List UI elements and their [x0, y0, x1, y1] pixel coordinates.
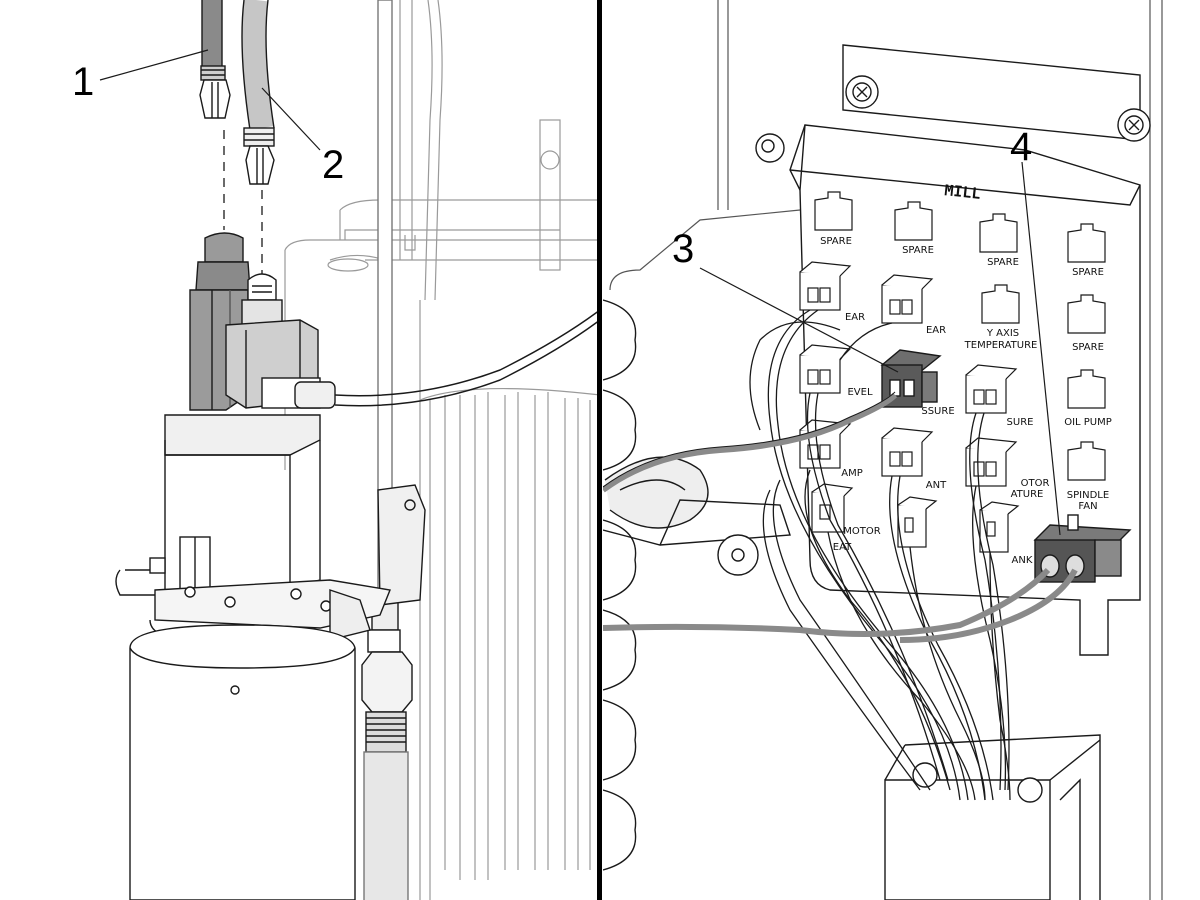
cable-duct — [884, 734, 1101, 900]
vertical-tubes — [399, 0, 443, 301]
label-motor-temp-2: ATURE — [1011, 489, 1044, 500]
receptacle-spare-1 — [814, 191, 853, 231]
plugged-connectors — [799, 261, 1020, 553]
cable-coil — [603, 299, 791, 871]
label-y-axis: Y AXIS — [986, 328, 1019, 339]
label-pressure-b: SURE — [1007, 417, 1034, 428]
label-fan: FAN — [1078, 501, 1097, 512]
dark-cables — [603, 391, 1078, 643]
cabinet-frame — [609, 0, 1163, 900]
label-amp: AMP — [841, 468, 863, 479]
hose-1 — [199, 0, 231, 119]
label-spare-1: SPARE — [820, 236, 852, 247]
label-gear-a: EAR — [845, 312, 865, 323]
panel-title: MILL — [944, 181, 982, 203]
callout-2: 2 — [322, 143, 344, 187]
label-spare-5: SPARE — [1072, 342, 1104, 353]
receptacle-spare-3 — [979, 213, 1018, 253]
label-coolant: ANT — [926, 480, 947, 491]
plug-tank — [979, 501, 1020, 553]
callout-3: 3 — [672, 227, 694, 271]
plug-coolant — [881, 427, 934, 477]
receptacle-oil-pump — [1067, 369, 1106, 409]
panel-labels: MILL SPARE SPARE SPARE SPARE EAR EAR Y A… — [820, 181, 1112, 566]
leader-lines-left — [99, 49, 321, 151]
plug-motor-temp — [965, 437, 1018, 487]
pump-body — [115, 414, 321, 601]
label-spare-4: SPARE — [1072, 267, 1104, 278]
vertical-fitting-column — [361, 0, 413, 900]
receptacle-spare-2 — [894, 201, 933, 241]
mounting-bracket — [377, 484, 426, 606]
label-motor-temp-1: OTOR — [1021, 478, 1050, 489]
wire-bundle — [749, 309, 1011, 801]
receptacle-spindle-fan — [1067, 441, 1106, 481]
receptacle-spare-4 — [1067, 223, 1106, 263]
label-pressure-a: SSURE — [921, 406, 954, 417]
grommet — [717, 534, 759, 576]
left-panel-pump-assembly — [115, 0, 597, 900]
alignment-dashes — [223, 130, 263, 280]
connector-4-dark — [1033, 514, 1132, 583]
plug-pressure-b — [965, 364, 1018, 414]
callout-4: 4 — [1010, 125, 1032, 169]
receptacle-spare-5 — [1067, 294, 1106, 334]
flange-plate — [149, 579, 391, 651]
plug-gear-b — [881, 274, 934, 324]
label-heat: EAT — [833, 542, 852, 553]
right-panel-connector-board — [603, 0, 1163, 900]
plug-tc — [897, 496, 938, 548]
callout-1: 1 — [72, 60, 94, 104]
hose-2 — [241, 0, 275, 185]
label-motor: MOTOR — [843, 526, 880, 537]
label-spare-2: SPARE — [902, 245, 934, 256]
empty-receptacles — [814, 191, 1106, 481]
reservoir-cylinder — [129, 624, 356, 900]
plug-level — [799, 344, 852, 394]
label-tank: ANK — [1012, 555, 1033, 566]
leader-lines-right — [699, 161, 1061, 536]
solenoid-valve — [225, 273, 597, 409]
label-spindle: SPINDLE — [1067, 490, 1109, 501]
label-oil-pump: OIL PUMP — [1064, 417, 1112, 428]
label-spare-3: SPARE — [987, 257, 1019, 268]
label-level: EVEL — [847, 387, 872, 398]
receptacle-y-axis — [981, 284, 1020, 324]
label-temperature: TEMPERATURE — [964, 340, 1038, 351]
panel-divider — [597, 0, 602, 900]
mounting-plate — [755, 44, 1151, 163]
plug-gear-a — [799, 261, 852, 311]
label-gear-b: EAR — [926, 325, 946, 336]
